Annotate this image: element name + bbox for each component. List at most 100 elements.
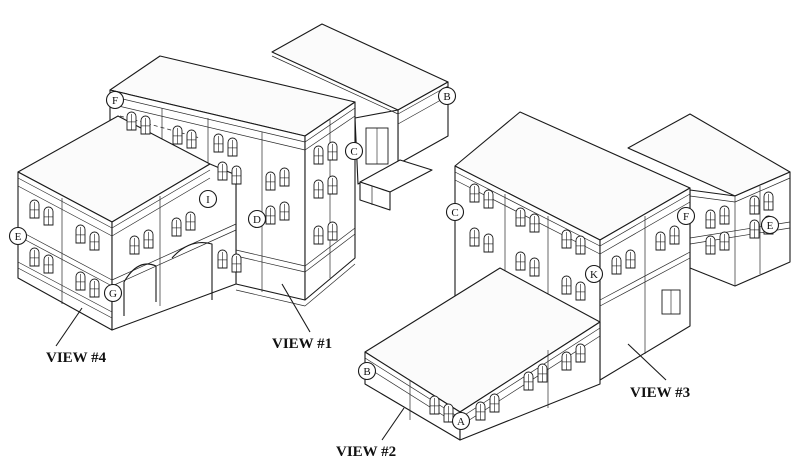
arched-window [655, 231, 666, 251]
arched-window [327, 141, 338, 161]
leader-view4 [55, 307, 83, 347]
arched-window [719, 205, 730, 225]
arched-window [186, 129, 197, 149]
arched-window [129, 235, 140, 255]
callout-K-right: K [584, 264, 604, 284]
view-label-3: VIEW #3 [630, 385, 690, 401]
arched-window [185, 211, 196, 231]
callout-letter: C [350, 146, 357, 158]
left-back-wing [271, 23, 449, 185]
arched-window [561, 275, 572, 295]
arched-window [611, 255, 622, 275]
loading-platform [359, 159, 433, 211]
callout-letter: K [590, 269, 598, 281]
callout-E-left: E [8, 226, 28, 246]
leader-view3 [627, 343, 667, 381]
arched-window [489, 393, 500, 413]
callout-E-right: E [760, 215, 780, 235]
arched-window [75, 271, 86, 291]
arched-window [313, 225, 324, 245]
callout-letter: B [443, 91, 450, 103]
view-label-4: VIEW #4 [46, 350, 107, 366]
arched-window [705, 235, 716, 255]
arched-window [625, 249, 636, 269]
arched-window [749, 219, 760, 239]
arched-window [475, 401, 486, 421]
arched-window [89, 231, 100, 251]
arched-window [227, 137, 238, 157]
arched-window [143, 229, 154, 249]
arched-window [705, 209, 716, 229]
arched-window [483, 189, 494, 209]
arched-window [313, 179, 324, 199]
callout-letter: F [683, 211, 689, 223]
callout-F-left: F [105, 90, 125, 110]
callouts: F B C I D E G C F E K B A [8, 86, 780, 431]
callout-letter: G [109, 288, 117, 300]
arched-window [213, 133, 224, 153]
arched-window [561, 351, 572, 371]
arched-window [469, 227, 480, 247]
callout-B-left: B [437, 86, 457, 106]
arched-window [575, 235, 586, 255]
callout-F-right: F [676, 206, 696, 226]
arched-window [429, 395, 440, 415]
arched-window [89, 278, 100, 298]
arched-window [529, 213, 540, 233]
arched-window [217, 161, 228, 181]
right-model-windows [429, 183, 774, 423]
callout-letter: E [15, 231, 22, 243]
arched-window [75, 224, 86, 244]
arched-window [29, 199, 40, 219]
arched-window [443, 403, 454, 423]
callout-A-right: A [451, 411, 471, 431]
callout-B-right: B [357, 361, 377, 381]
arched-window [126, 111, 137, 131]
callout-I-left: I [198, 189, 218, 209]
arched-window [327, 175, 338, 195]
arched-window [669, 225, 680, 245]
arched-window [313, 145, 324, 165]
arched-window [575, 281, 586, 301]
arched-window [231, 253, 242, 273]
callout-C-left: C [344, 141, 364, 161]
arched-window [575, 343, 586, 363]
callout-letter: D [253, 214, 261, 226]
arched-window [172, 125, 183, 145]
arched-window [43, 254, 54, 274]
arched-window [523, 371, 534, 391]
arched-window [279, 167, 290, 187]
right-building-model [364, 111, 791, 441]
left-model-windows [29, 111, 338, 298]
arched-window [537, 363, 548, 383]
callout-G-left: G [103, 283, 123, 303]
callout-letter: B [363, 366, 370, 378]
arched-window [483, 233, 494, 253]
arched-window [140, 115, 151, 135]
arched-window [719, 231, 730, 251]
arched-window [529, 257, 540, 277]
arched-window [265, 205, 276, 225]
left-building-model [17, 23, 449, 331]
arched-window [749, 195, 760, 215]
leader-view1 [281, 283, 311, 333]
callout-letter: A [457, 416, 465, 428]
view-label-1: VIEW #1 [272, 336, 332, 352]
arched-window [217, 249, 228, 269]
callout-letter: C [451, 207, 458, 219]
arched-window [515, 207, 526, 227]
arched-window [171, 217, 182, 237]
arched-window [469, 183, 480, 203]
leader-view2 [381, 407, 405, 441]
arched-window [279, 201, 290, 221]
arched-window [231, 165, 242, 185]
arched-window [29, 247, 40, 267]
leader-lines [55, 283, 667, 441]
view-labels: VIEW #4 VIEW #1 VIEW #3 VIEW #2 [46, 336, 690, 460]
arched-window [43, 206, 54, 226]
arched-window [561, 229, 572, 249]
arched-window [327, 221, 338, 241]
view-label-2: VIEW #2 [336, 444, 396, 460]
